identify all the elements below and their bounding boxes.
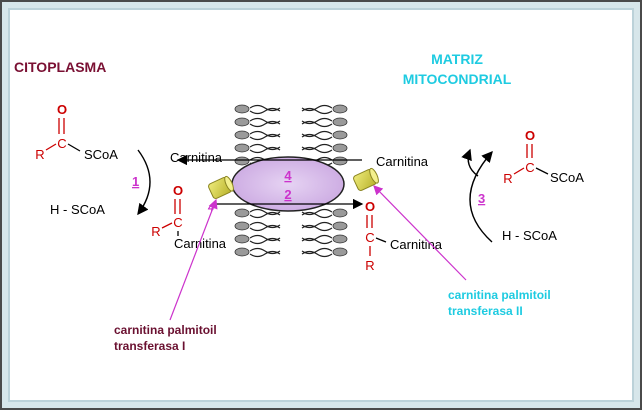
lipid-tail — [249, 143, 281, 151]
lipid-tail — [249, 211, 281, 219]
lipid-head — [234, 247, 250, 257]
svg-text:SCoA: SCoA — [550, 170, 584, 185]
lipid-tail — [301, 211, 333, 219]
carnitine-cytoplasm-label: Carnitina — [170, 150, 223, 165]
lipid-tail — [301, 130, 333, 138]
svg-text:SCoA: SCoA — [84, 147, 118, 162]
hscoa-matrix-label: H - SCoA — [502, 228, 557, 243]
lipid-tail — [249, 224, 281, 232]
cpt2-label-line1: carnitina palmitoil — [448, 288, 551, 302]
lipid-tail — [301, 146, 333, 154]
svg-text:C: C — [57, 136, 66, 151]
cytoplasm-label: CITOPLASMA — [14, 59, 106, 75]
acyl-coa-matrix: O C R SCoA — [503, 128, 584, 186]
svg-text:C: C — [525, 160, 534, 175]
carnitine-shuttle-diagram: CITOPLASMA MATRIZ MITOCONDRIAL 4 2 O C R… — [14, 51, 584, 353]
lipid-tail — [301, 117, 333, 125]
lipid-tail — [249, 107, 281, 115]
lipid-tail — [249, 250, 281, 258]
lipid-tail — [301, 143, 333, 151]
lipid-head — [332, 221, 348, 231]
svg-text:R: R — [35, 147, 44, 162]
svg-text:Carnitina: Carnitina — [174, 236, 227, 251]
lipid-tail — [301, 224, 333, 232]
svg-text:O: O — [173, 183, 183, 198]
cpt1-enzyme — [208, 175, 234, 199]
hscoa-cytoplasm-label: H - SCoA — [50, 202, 105, 217]
matrix-label-line1: MATRIZ — [431, 51, 483, 67]
lipid-head — [234, 234, 250, 244]
svg-text:R: R — [503, 171, 512, 186]
lipid-tail — [249, 117, 281, 125]
lipid-head — [234, 208, 250, 218]
acylcarnitine-matrix: O C Carnitina R — [365, 199, 443, 273]
lipid-head — [332, 247, 348, 257]
lipid-tail — [249, 208, 281, 216]
lipid-tail — [301, 104, 333, 112]
lipid-tail — [249, 146, 281, 154]
step-3-label: 3 — [478, 191, 485, 206]
membrane — [234, 104, 348, 258]
svg-text:C: C — [365, 230, 374, 245]
lipid-tail — [249, 221, 281, 229]
step-4-label: 4 — [284, 168, 292, 183]
lipid-head — [332, 234, 348, 244]
carnitine-release-arrow — [461, 148, 479, 177]
cpt2-pointer — [373, 185, 467, 281]
carnitine-translocase — [231, 156, 345, 212]
lipid-head — [234, 104, 250, 114]
svg-text:Carnitina: Carnitina — [390, 237, 443, 252]
svg-text:O: O — [365, 199, 375, 214]
lipid-tail — [301, 237, 333, 245]
lipid-tail — [301, 133, 333, 141]
lipid-head — [234, 117, 250, 127]
lipid-tail — [301, 221, 333, 229]
lipid-tail — [249, 104, 281, 112]
svg-text:O: O — [57, 102, 67, 117]
lipid-head — [234, 143, 250, 153]
acyl-coa-cytoplasm: O C R SCoA — [35, 102, 118, 162]
lipid-head — [234, 221, 250, 231]
lipid-head — [332, 156, 348, 166]
svg-text:R: R — [365, 258, 374, 273]
cpt1-label-line1: carnitina palmitoil — [114, 323, 217, 337]
lipid-head — [332, 208, 348, 218]
lipid-tail — [301, 107, 333, 115]
lipid-tail — [249, 133, 281, 141]
lipid-tail — [301, 120, 333, 128]
matrix-label-line2: MITOCONDRIAL — [403, 71, 512, 87]
lipid-tail — [249, 237, 281, 245]
lipid-tail — [249, 247, 281, 255]
acylcarnitine-cytoplasm: O C R Carnitina — [151, 183, 226, 251]
carnitine-matrix-label: Carnitina — [376, 154, 429, 169]
lipid-head — [332, 130, 348, 140]
step-1-label: 1 — [132, 174, 139, 189]
svg-text:R: R — [151, 224, 160, 239]
svg-text:O: O — [525, 128, 535, 143]
svg-text:C: C — [173, 215, 182, 230]
lipid-tail — [301, 247, 333, 255]
lipid-tail — [301, 250, 333, 258]
lipid-tail — [301, 234, 333, 242]
lipid-head — [332, 104, 348, 114]
lipid-head — [234, 156, 250, 166]
cpt2-enzyme — [353, 167, 379, 191]
lipid-tail — [301, 208, 333, 216]
lipid-tail — [249, 234, 281, 242]
step-2-label: 2 — [284, 187, 291, 202]
step-1-reaction-arrow — [137, 149, 151, 216]
cpt2-label-line2: transferasa II — [448, 304, 523, 318]
lipid-tail — [249, 120, 281, 128]
step-3-reaction-arrow — [469, 150, 493, 243]
lipid-head — [234, 130, 250, 140]
lipid-tail — [249, 130, 281, 138]
cpt1-pointer — [169, 198, 218, 321]
lipid-head — [332, 143, 348, 153]
lipid-head — [332, 117, 348, 127]
cpt1-label-line2: transferasa I — [114, 339, 185, 353]
